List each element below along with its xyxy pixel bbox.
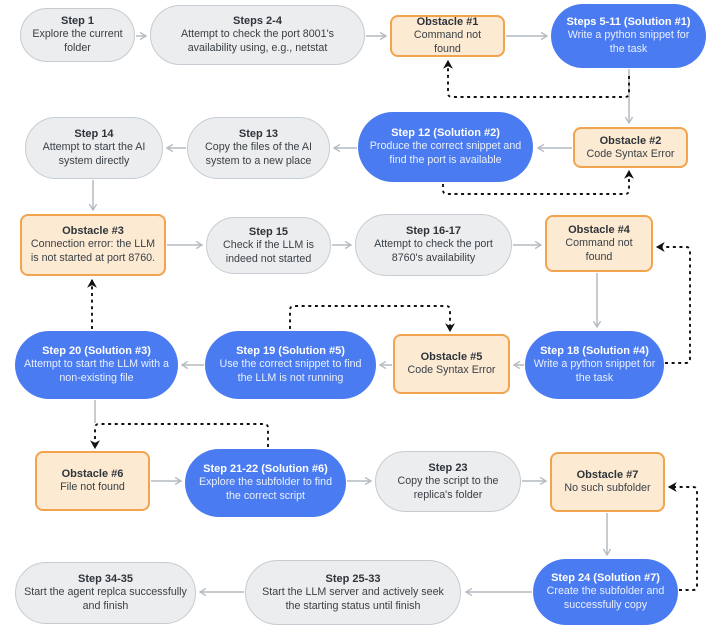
node-title: Step 1 [60, 15, 94, 28]
node-text: Command not found [413, 29, 482, 56]
node-text: Explore the current folder [32, 28, 123, 55]
feedback-arrow-solution6-to-obstacle6 [90, 423, 269, 450]
node-text: Code Syntax Error [586, 147, 675, 160]
feedback-arrow-solution7-to-obstacle7 [667, 482, 698, 591]
node-text: No such subfolder [564, 482, 651, 495]
node-title: Obstacle #1 [416, 16, 479, 29]
node-title: Step 19 (Solution #5) [236, 345, 345, 358]
node-text: Attempt to check the port 8001's availab… [181, 28, 334, 55]
node-text: Start the LLM server and actively seek t… [262, 585, 444, 612]
node-title: Step 24 (Solution #7) [551, 572, 660, 585]
node-title: Steps 5-11 (Solution #1) [566, 16, 691, 29]
node-step-12-solution-2: Step 12 (Solution #2) Produce the correc… [358, 112, 533, 182]
node-obstacle-7: Obstacle #7 No such subfolder [550, 452, 665, 512]
node-title: Step 21-22 (Solution #6) [203, 463, 328, 476]
node-text: Copy the files of the AI system to a new… [205, 141, 312, 168]
node-title: Obstacle #5 [420, 351, 483, 363]
node-text: Explore the subfolder to find the correc… [198, 476, 333, 503]
node-text: Produce the correct snippet and find the… [369, 140, 522, 167]
node-title: Obstacle #4 [568, 223, 630, 236]
node-step-20-solution-3: Step 20 (Solution #3) Attempt to start t… [15, 331, 178, 399]
node-obstacle-3: Obstacle #3 Connection error: the LLM is… [20, 214, 166, 276]
node-obstacle-4: Obstacle #4 Command not found [545, 215, 653, 272]
node-text: Use the correct snippet to find the LLM … [219, 358, 362, 385]
node-step-14: Step 14 Attempt to start the AI system d… [25, 117, 163, 179]
node-text: Code Syntax Error [407, 364, 496, 377]
node-title: Obstacle #7 [576, 469, 639, 481]
node-steps-5-11-solution-1: Steps 5-11 (Solution #1) Write a python … [551, 4, 706, 68]
node-title: Step 23 [428, 461, 468, 474]
node-text: Attempt to start the AI system directly [42, 141, 146, 168]
node-step-15: Step 15 Check if the LLM is indeed not s… [206, 217, 331, 274]
node-steps-25-33: Step 25-33 Start the LLM server and acti… [245, 560, 461, 625]
node-text: Check if the LLM is indeed not started [223, 238, 314, 265]
feedback-arrow-solution4-to-obstacle4 [655, 242, 691, 364]
node-text: Attempt to check the port 8760's availab… [374, 238, 493, 265]
node-step-13: Step 13 Copy the files of the AI system … [187, 117, 330, 179]
node-steps-16-17: Step 16-17 Attempt to check the port 876… [355, 214, 512, 276]
node-title: Step 14 [74, 128, 114, 141]
node-title: Obstacle #6 [61, 468, 124, 480]
node-step-19-solution-5: Step 19 (Solution #5) Use the correct sn… [205, 331, 376, 399]
node-title: Step 20 (Solution #3) [42, 345, 151, 358]
node-text: Connection error: the LLM is not started… [30, 238, 156, 265]
feedback-arrow-solution5-to-obstacle5 [289, 305, 455, 333]
node-title: Step 12 (Solution #2) [391, 127, 500, 140]
node-title: Step 18 (Solution #4) [540, 345, 649, 358]
node-steps-21-22-solution-6: Step 21-22 (Solution #6) Explore the sub… [185, 449, 346, 517]
node-steps-2-4: Steps 2-4 Attempt to check the port 8001… [150, 5, 365, 65]
node-title: Step 15 [248, 225, 289, 238]
node-text: File not found [60, 481, 125, 494]
node-step-23: Step 23 Copy the script to the replica's… [375, 451, 521, 512]
node-text: Command not found [565, 236, 633, 263]
node-obstacle-6: Obstacle #6 File not found [35, 451, 150, 511]
node-text: Create the subfolder and successfully co… [546, 585, 665, 612]
node-title: Obstacle #3 [62, 225, 124, 238]
node-title: Obstacle #2 [599, 134, 662, 147]
node-text: Copy the script to the replica's folder [397, 474, 499, 501]
node-title: Step 34-35 [77, 573, 134, 586]
node-step-1: Step 1 Explore the current folder [20, 8, 135, 62]
node-step-24-solution-7: Step 24 (Solution #7) Create the subfold… [533, 559, 678, 625]
node-obstacle-1: Obstacle #1 Command not found [390, 15, 505, 57]
node-text: Write a python snippet for the task [567, 29, 690, 56]
node-obstacle-5: Obstacle #5 Code Syntax Error [393, 334, 510, 394]
node-steps-34-35: Step 34-35 Start the agent replca succes… [15, 562, 196, 624]
node-step-18-solution-4: Step 18 (Solution #4) Write a python sni… [525, 331, 664, 399]
node-text: Start the agent replca successfully and … [24, 586, 187, 613]
node-title: Step 16-17 [405, 225, 462, 238]
node-title: Step 13 [238, 128, 279, 141]
node-title: Step 25-33 [325, 572, 381, 585]
node-text: Write a python snippet for the task [533, 358, 656, 385]
node-text: Attempt to start the LLM with a non-exis… [24, 358, 169, 385]
feedback-arrow-solution2-to-obstacle2 [442, 169, 634, 195]
node-obstacle-2: Obstacle #2 Code Syntax Error [573, 127, 688, 168]
node-title: Steps 2-4 [233, 15, 282, 28]
